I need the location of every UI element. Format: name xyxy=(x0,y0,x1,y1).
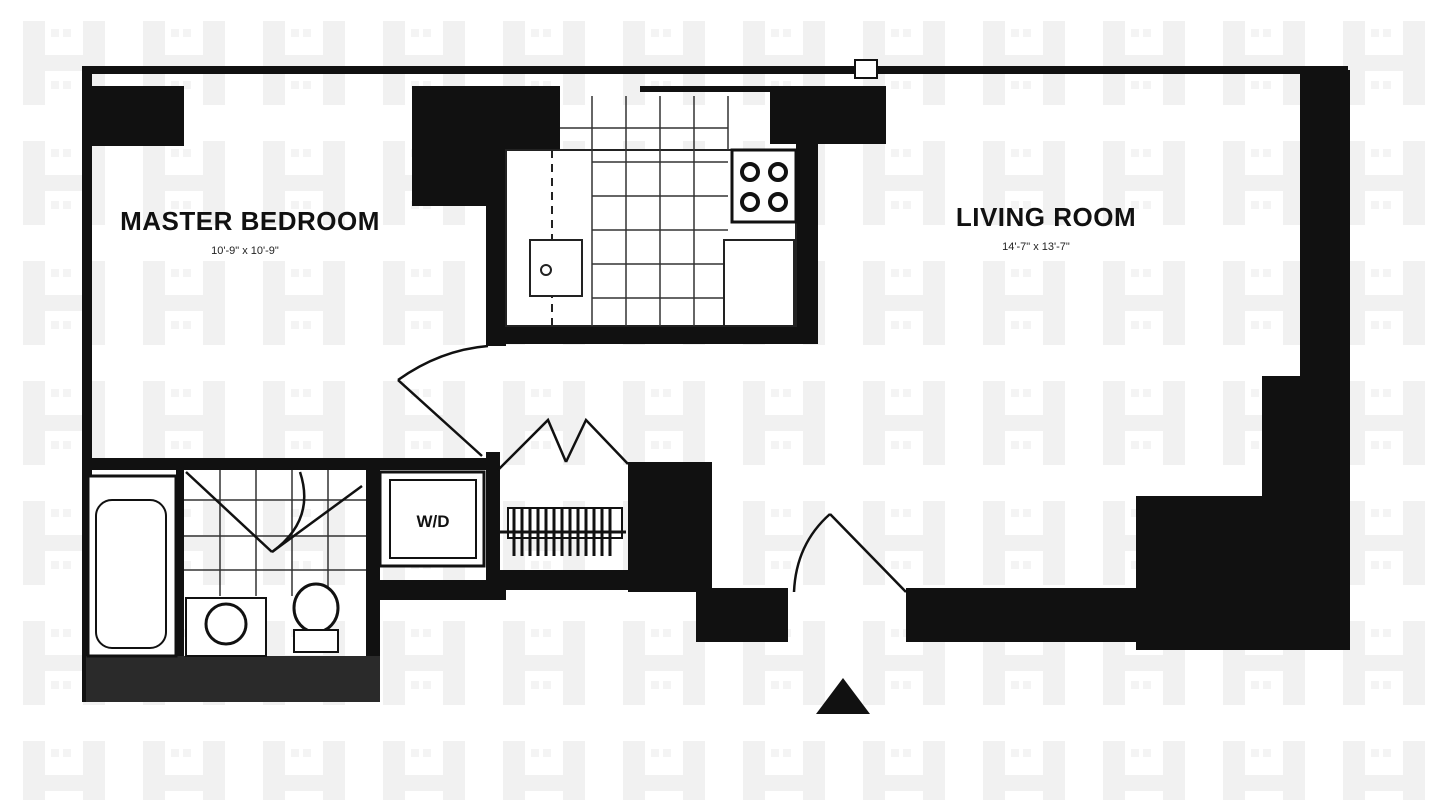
bathroom-door xyxy=(185,471,363,554)
cooktop xyxy=(730,148,798,224)
kitchen xyxy=(505,96,798,327)
toilet xyxy=(292,582,340,634)
washer-dryer: W/D xyxy=(378,470,486,568)
exterior-wall-left xyxy=(82,66,92,702)
refrigerator xyxy=(723,239,795,327)
bathroom-walls xyxy=(86,458,506,702)
exterior-wall-top xyxy=(86,59,1348,92)
entry-door xyxy=(792,513,907,593)
bedroom-door xyxy=(397,344,489,457)
bathroom xyxy=(86,470,366,658)
room-name-master-bedroom: MASTER BEDROOM xyxy=(120,206,380,236)
washer-dryer-label: W/D xyxy=(416,512,449,531)
room-name-living-room: LIVING ROOM xyxy=(956,202,1136,232)
closet-doors xyxy=(497,417,629,471)
entry-wall-left xyxy=(696,588,788,642)
sink xyxy=(529,239,583,297)
room-dimensions-living-room: 14'-7" x 13'-7" xyxy=(1002,241,1070,253)
room-dimensions-master-bedroom: 10'-9" x 10'-9" xyxy=(211,245,279,257)
column xyxy=(92,86,184,146)
entrance-arrow-icon xyxy=(816,678,870,714)
hall-closet-walls xyxy=(486,452,712,592)
exterior-wall-right xyxy=(906,70,1350,650)
closet-rod xyxy=(500,507,626,556)
